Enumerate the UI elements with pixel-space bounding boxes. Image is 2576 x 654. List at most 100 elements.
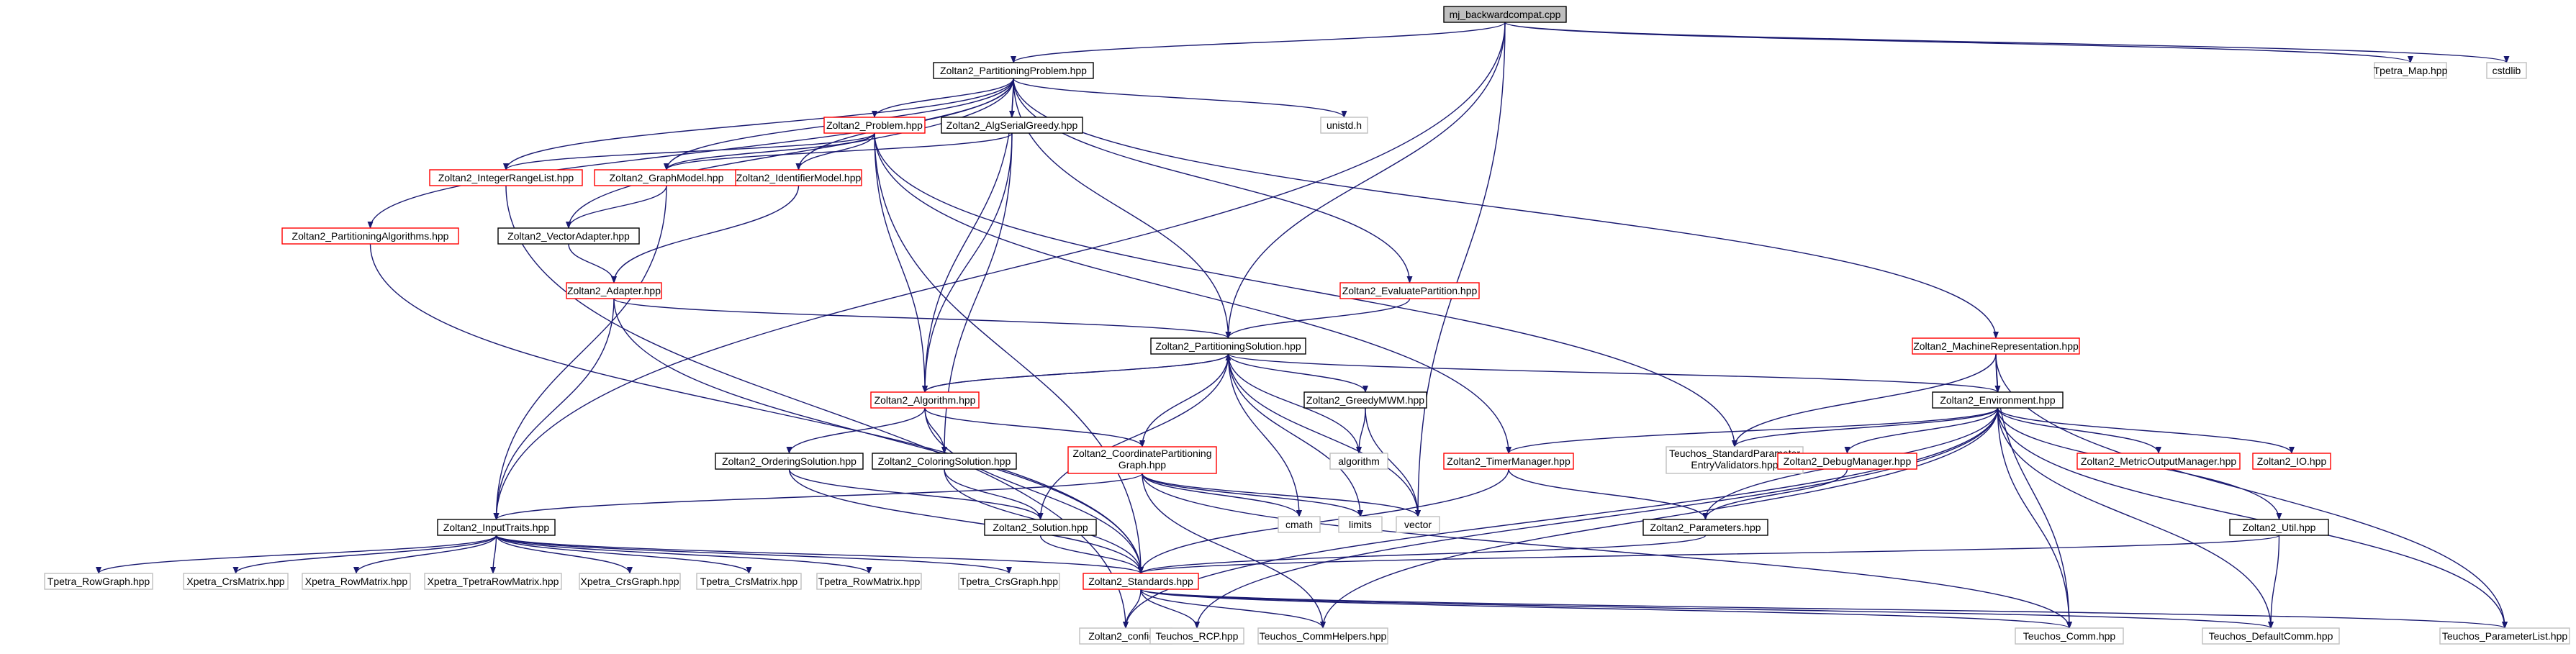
- node-gmwm[interactable]: Zoltan2_GreedyMWM.hpp: [1303, 391, 1427, 409]
- node-xcm: Xpetra_CrsMatrix.hpp: [183, 573, 289, 590]
- edge-gmwm-to-algorithm: [1356, 407, 1366, 454]
- node-box: [872, 453, 1017, 470]
- edge-params-to-std: [1138, 535, 1707, 574]
- node-label: Teuchos_RCP.hpp: [1156, 630, 1239, 642]
- node-label: EntryValidators.hpp: [1691, 459, 1778, 471]
- node-comm: Teuchos_Comm.hpp: [2015, 627, 2124, 645]
- node-asg[interactable]: Zoltan2_AlgSerialGreedy.hpp: [941, 117, 1083, 134]
- node-sol[interactable]: Zoltan2_Solution.hpp: [984, 519, 1097, 536]
- node-box: [1339, 282, 1480, 299]
- node-gm[interactable]: Zoltan2_GraphModel.hpp: [594, 169, 739, 186]
- edge-env-to-dcomm: [1997, 407, 2274, 629]
- node-label: Zoltan2_DebugManager.hpp: [1784, 455, 1912, 467]
- node-palg[interactable]: Zoltan2_PartitioningAlgorithms.hpp: [281, 227, 459, 245]
- edge-env-to-tspev: [1732, 407, 1999, 448]
- node-psol[interactable]: Zoltan2_PartitioningSolution.hpp: [1150, 337, 1306, 355]
- node-ch: Teuchos_CommHelpers.hpp: [1257, 627, 1388, 645]
- edge-root-to-pp: [1011, 22, 1506, 63]
- edge-std-to-config: [1123, 589, 1142, 629]
- edge-std-to-dcomm: [1140, 589, 2274, 629]
- node-box: [2439, 627, 2570, 645]
- node-box: [579, 573, 681, 590]
- node-alg[interactable]: Zoltan2_Algorithm.hpp: [870, 391, 980, 409]
- edge-psol-to-env: [1227, 353, 2001, 393]
- edge-root-to-cstdlib: [1504, 22, 2510, 63]
- node-tmap: Tpetra_Map.hpp: [2374, 62, 2448, 79]
- node-io[interactable]: Zoltan2_IO.hpp: [2252, 453, 2331, 470]
- edge-it-to-trm: [495, 535, 872, 574]
- node-dcomm: Teuchos_DefaultComm.hpp: [2202, 627, 2340, 645]
- node-box: [696, 573, 802, 590]
- edge-env-to-ch: [1320, 407, 1999, 629]
- node-box: [566, 282, 662, 299]
- node-label: mj_backwardcompat.cpp: [1450, 9, 1561, 20]
- node-prob[interactable]: Zoltan2_Problem.hpp: [823, 117, 926, 134]
- node-env[interactable]: Zoltan2_Environment.hpp: [1932, 391, 2064, 409]
- node-box: [823, 117, 926, 134]
- node-label: Zoltan2_EvaluatePartition.hpp: [1342, 285, 1478, 296]
- node-params[interactable]: Zoltan2_Parameters.hpp: [1642, 519, 1768, 536]
- node-dm[interactable]: Zoltan2_DebugManager.hpp: [1777, 453, 1917, 470]
- node-box: [183, 573, 289, 590]
- node-tm[interactable]: Zoltan2_TimerManager.hpp: [1443, 453, 1574, 470]
- edge-adapter-to-std: [613, 298, 1144, 574]
- node-util[interactable]: Zoltan2_Util.hpp: [2229, 519, 2329, 536]
- node-label: Tpetra_RowMatrix.hpp: [818, 576, 921, 587]
- edge-pp-to-palg: [367, 78, 1014, 229]
- node-box: [1320, 117, 1368, 134]
- node-adapter[interactable]: Zoltan2_Adapter.hpp: [566, 282, 662, 299]
- node-rcp: Teuchos_RCP.hpp: [1149, 627, 1244, 645]
- node-label: Tpetra_CrsGraph.hpp: [960, 576, 1058, 587]
- node-mom[interactable]: Zoltan2_MetricOutputManager.hpp: [2076, 453, 2241, 470]
- node-label: Zoltan2_Standards.hpp: [1088, 576, 1193, 587]
- node-label: Xpetra_CrsGraph.hpp: [581, 576, 679, 587]
- edge-env-to-comm: [1997, 407, 2072, 629]
- edge-dm-to-params: [1702, 468, 1848, 520]
- node-box: [1149, 627, 1244, 645]
- edge-alg-to-std: [924, 407, 1144, 574]
- node-label: Zoltan2_ColoringSolution.hpp: [878, 455, 1011, 467]
- node-label: Teuchos_StandardParameter: [1669, 448, 1800, 459]
- node-va[interactable]: Zoltan2_VectorAdapter.hpp: [497, 227, 640, 245]
- edge-pp-to-alg: [922, 78, 1014, 393]
- edge-tm-to-params: [1508, 468, 1709, 520]
- node-ep[interactable]: Zoltan2_EvaluatePartition.hpp: [1339, 282, 1480, 299]
- node-box: [2015, 627, 2124, 645]
- node-box: [1067, 446, 1217, 474]
- node-it[interactable]: Zoltan2_InputTraits.hpp: [437, 519, 556, 536]
- node-box: [2486, 62, 2527, 79]
- edge-prob-to-tspev: [874, 132, 1737, 448]
- node-box: [1083, 573, 1199, 590]
- edge-it-to-xcg: [495, 535, 633, 574]
- node-cs[interactable]: Zoltan2_ColoringSolution.hpp: [872, 453, 1017, 470]
- edge-util-to-std: [1138, 535, 2280, 574]
- node-pp[interactable]: Zoltan2_PartitioningProblem.hpp: [933, 62, 1094, 79]
- node-irl[interactable]: Zoltan2_IntegerRangeList.hpp: [429, 169, 583, 186]
- node-box: [2202, 627, 2340, 645]
- edge-env-to-rcp: [1194, 407, 1999, 629]
- node-label: Zoltan2_OrderingSolution.hpp: [722, 455, 857, 467]
- node-label: algorithm: [1338, 455, 1380, 467]
- node-unistd: unistd.h: [1320, 117, 1368, 134]
- node-label: limits: [1349, 519, 1372, 530]
- edge-irl-to-config: [505, 185, 1129, 629]
- node-root[interactable]: mj_backwardcompat.cpp: [1443, 6, 1567, 23]
- edge-asg-to-gm: [664, 132, 1013, 171]
- node-algorithm: algorithm: [1329, 453, 1388, 470]
- node-im[interactable]: Zoltan2_IdentifierModel.hpp: [735, 169, 862, 186]
- edge-asg-to-alg: [922, 132, 1013, 393]
- edge-psol-to-algorithm: [1227, 353, 1362, 454]
- node-box: [1150, 337, 1306, 355]
- edge-it-to-std: [495, 535, 1144, 574]
- node-box: [429, 169, 583, 186]
- edge-prob-to-alg: [874, 132, 928, 393]
- edge-it-to-trg: [96, 535, 497, 574]
- node-os[interactable]: Zoltan2_OrderingSolution.hpp: [715, 453, 864, 470]
- node-label: Zoltan2_CoordinatePartitioning: [1072, 448, 1211, 459]
- node-mrep[interactable]: Zoltan2_MachineRepresentation.hpp: [1912, 337, 2080, 355]
- node-std[interactable]: Zoltan2_Standards.hpp: [1083, 573, 1199, 590]
- node-box: [1912, 337, 2080, 355]
- edge-psol-to-vector: [1227, 353, 1421, 517]
